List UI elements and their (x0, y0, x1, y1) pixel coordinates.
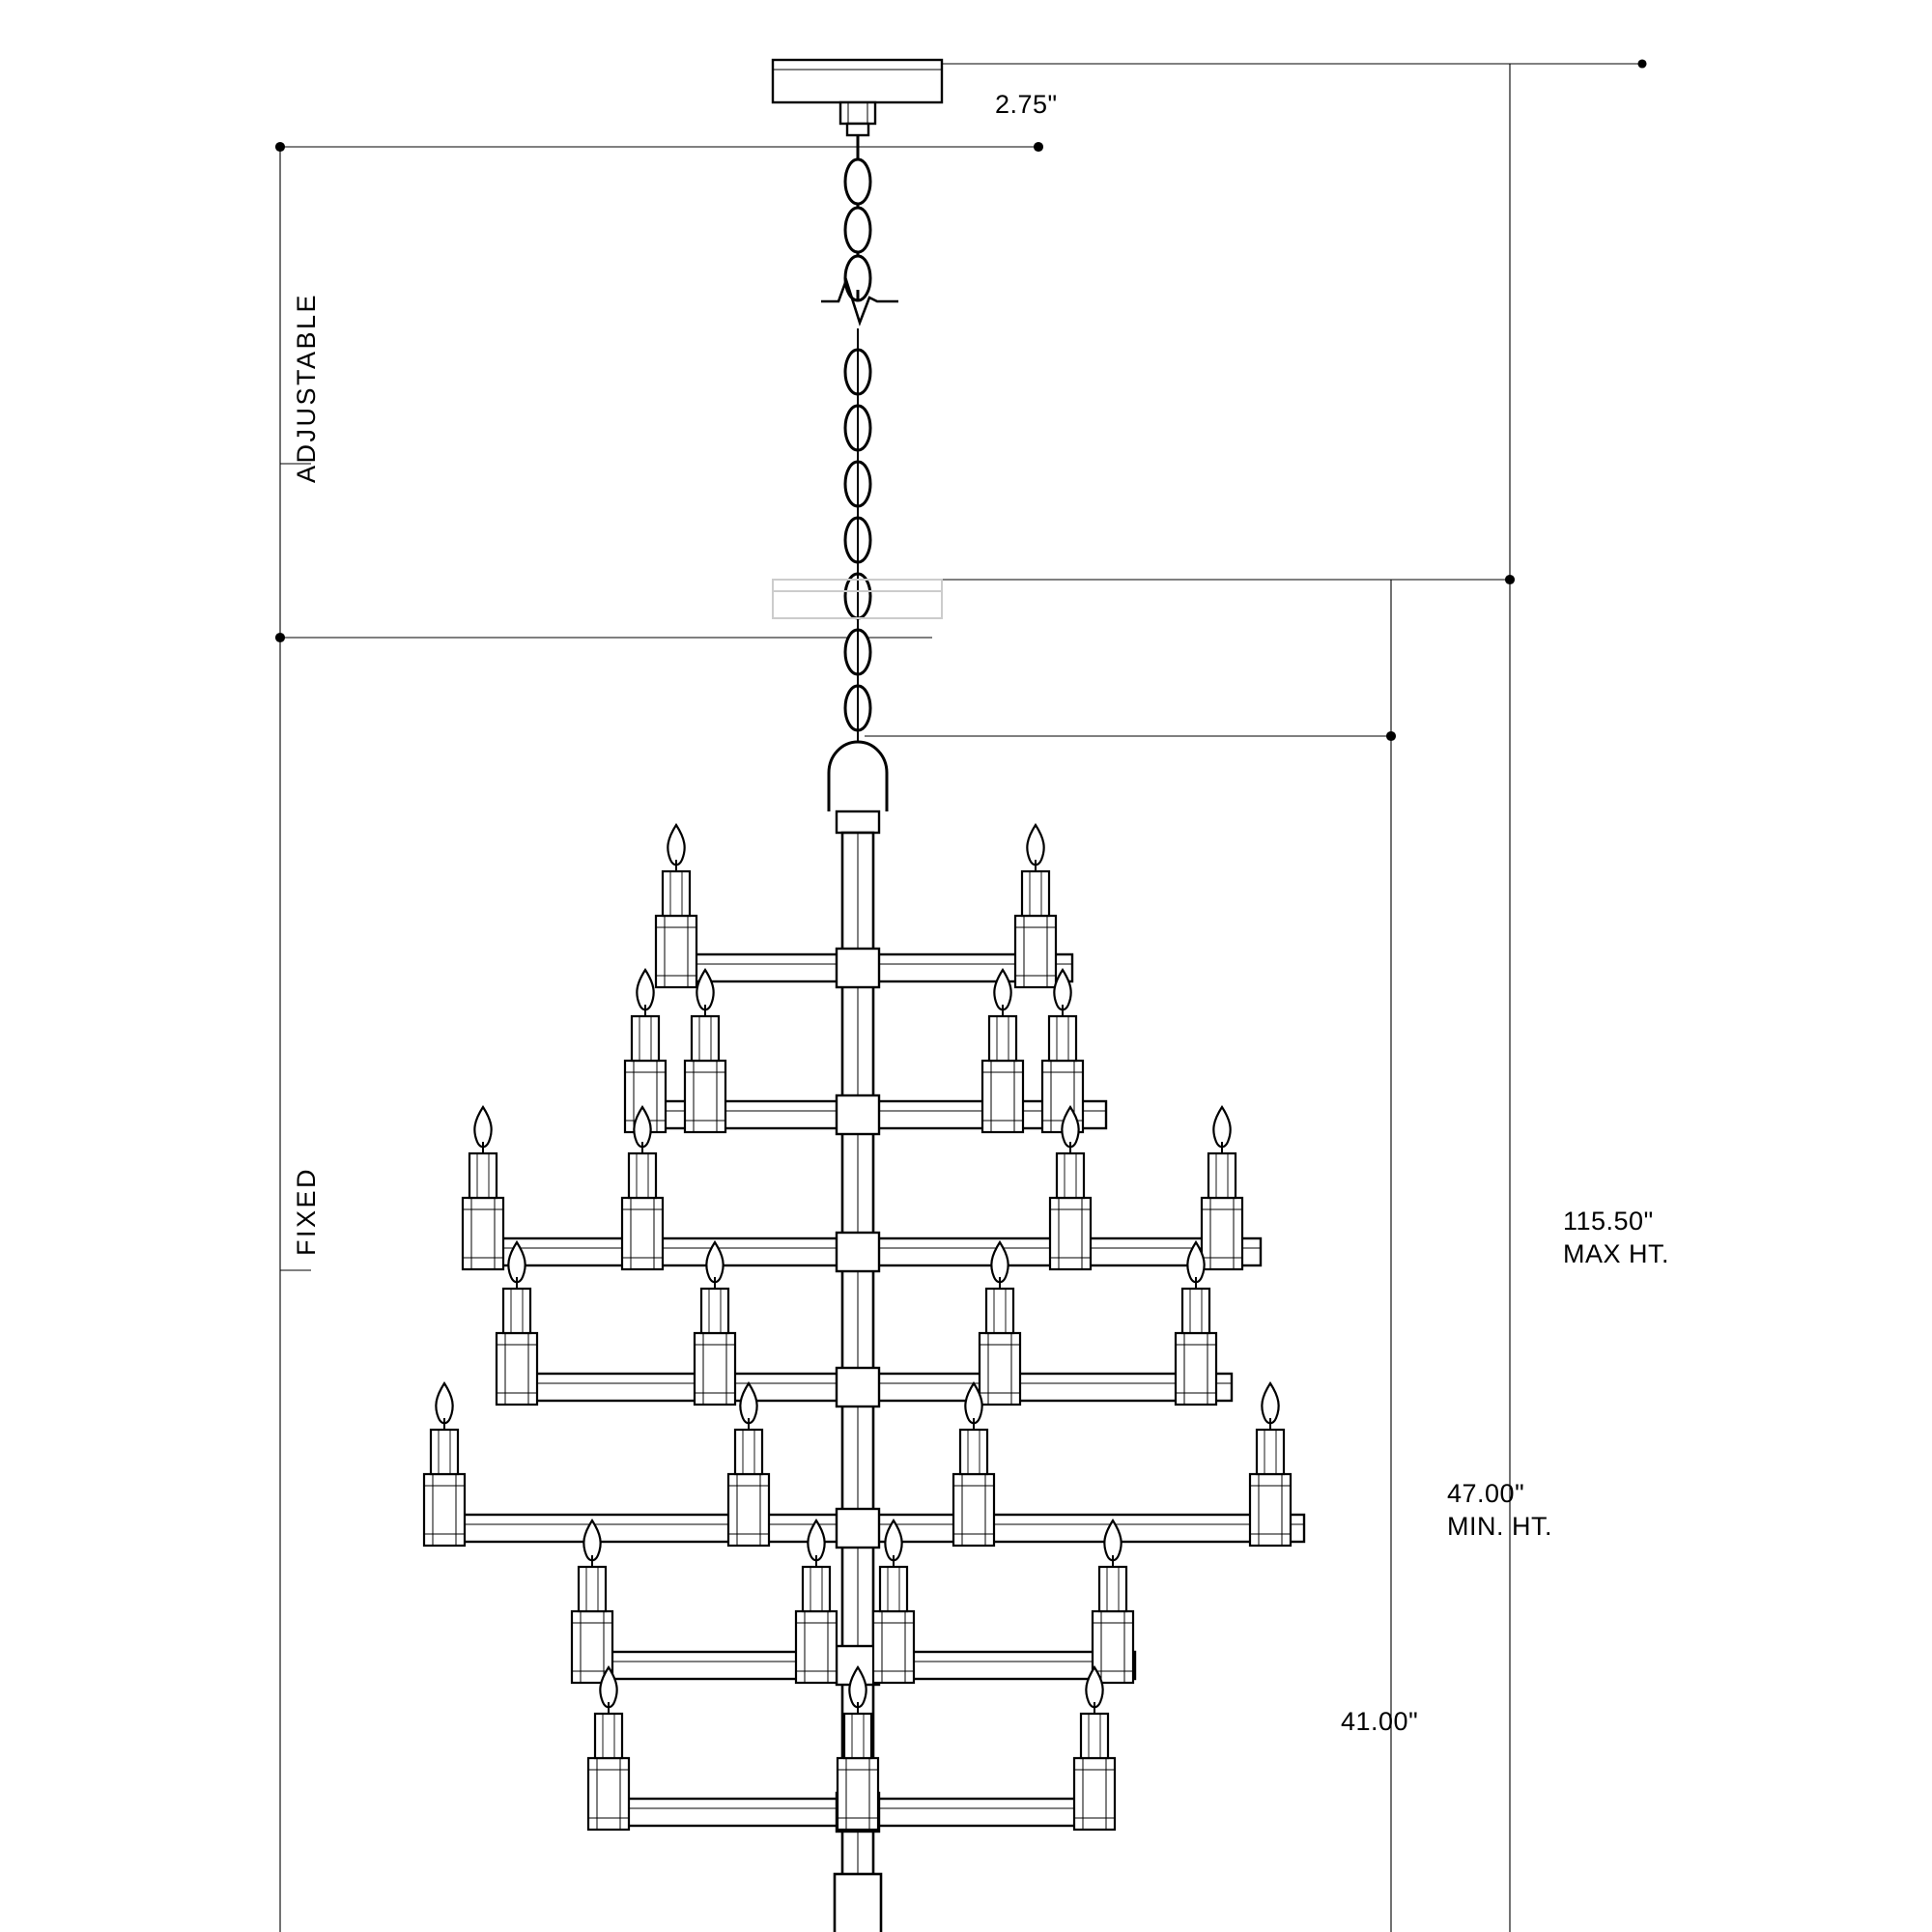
dimension-canopy-width: 2.75" (995, 90, 1058, 119)
dimension-min-height: 47.00" (1447, 1479, 1525, 1508)
dimension-fixed-label: FIXED (292, 1166, 321, 1256)
dimension-max-height: 115.50" (1563, 1207, 1654, 1236)
dimension-min-height-note: MIN. HT. (1447, 1512, 1552, 1541)
dimension-max-height-note: MAX HT. (1563, 1239, 1670, 1268)
dimension-body-height: 41.00" (1341, 1707, 1419, 1736)
dimension-adjustable-label: ADJUSTABLE (292, 292, 321, 483)
